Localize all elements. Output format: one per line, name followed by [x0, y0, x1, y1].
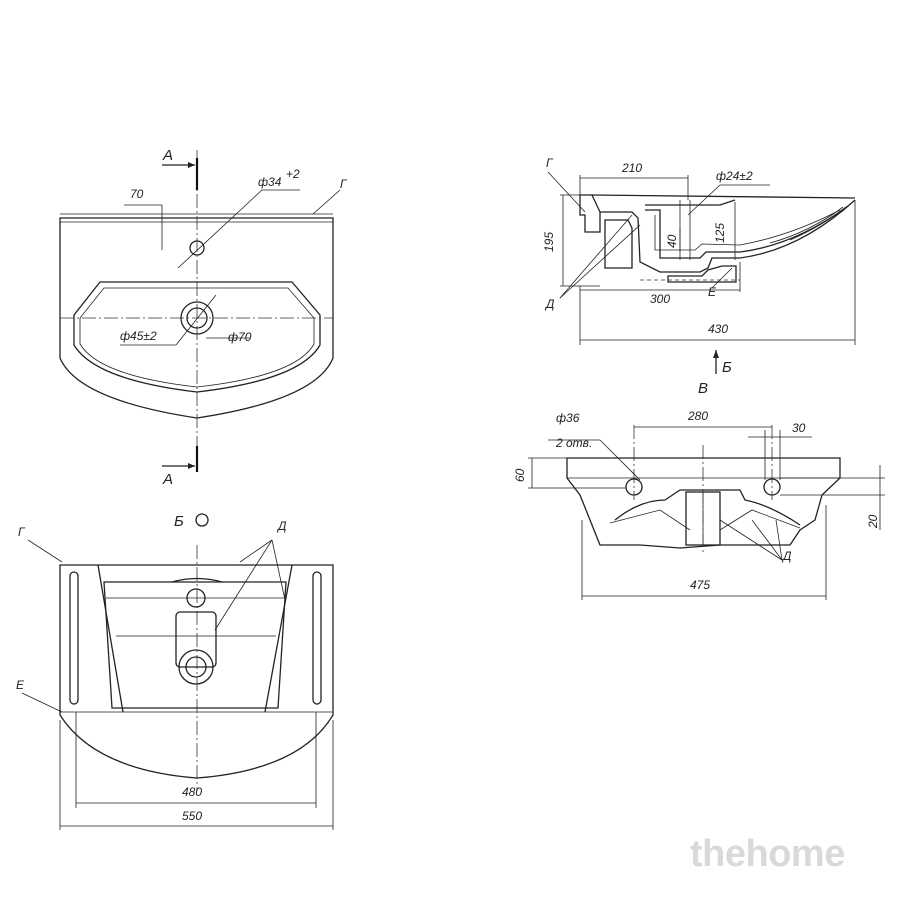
- dim-550: 550: [182, 809, 202, 823]
- dim-300: 300: [650, 292, 670, 306]
- side-surface-label-d: Д: [544, 297, 555, 311]
- dim-195: 195: [542, 232, 556, 252]
- bottom-edge-label-g: Г: [18, 525, 26, 539]
- section-mark-a-bottom: А: [162, 471, 173, 488]
- drain-inner-diameter: ф45±2: [120, 329, 157, 343]
- front-view: В ф36 2 отв. 280 30 60 20: [513, 380, 885, 600]
- side-rim-label-e: Е: [708, 285, 717, 299]
- dim-20: 20: [866, 514, 880, 529]
- bottom-view-title: Б: [174, 513, 184, 530]
- dim-60: 60: [513, 468, 527, 482]
- front-view-title: В: [698, 380, 708, 397]
- overflow-hole-diameter: ф24±2: [716, 169, 753, 183]
- dim-30: 30: [792, 421, 806, 435]
- top-view: А А ф34 +2 70 Г ф45±2 ф70: [59, 147, 348, 488]
- bottom-surface-label-d: Д: [276, 519, 287, 533]
- edge-label-g: Г: [340, 177, 348, 191]
- view-arrow-b: Б: [722, 359, 732, 376]
- tap-hole-diameter: ф34: [258, 175, 282, 189]
- drain-outer-diameter: ф70: [228, 330, 252, 344]
- side-edge-label-g: Г: [546, 156, 554, 170]
- dim-480: 480: [182, 785, 202, 799]
- front-holes-diameter: ф36: [556, 411, 580, 425]
- dim-40: 40: [665, 234, 679, 248]
- watermark-logo: thehome: [690, 833, 845, 875]
- tap-hole-tolerance: +2: [286, 167, 300, 181]
- dim-475: 475: [690, 578, 710, 592]
- bottom-view: Б Г Д Е 480: [16, 513, 334, 830]
- dim-125: 125: [713, 223, 727, 243]
- front-holes-count: 2 отв.: [555, 436, 592, 450]
- dim-430: 430: [708, 322, 728, 336]
- front-surface-label-d: Д: [781, 549, 792, 563]
- bottom-rim-label-e: Е: [16, 678, 25, 692]
- dim-280: 280: [687, 409, 708, 423]
- section-mark-a-top: А: [162, 147, 173, 164]
- dim-210: 210: [621, 161, 642, 175]
- side-section-view: ф24±2 210 Г 195 40 125 Д 300 Е 430: [542, 156, 856, 376]
- dim-70: 70: [130, 187, 144, 201]
